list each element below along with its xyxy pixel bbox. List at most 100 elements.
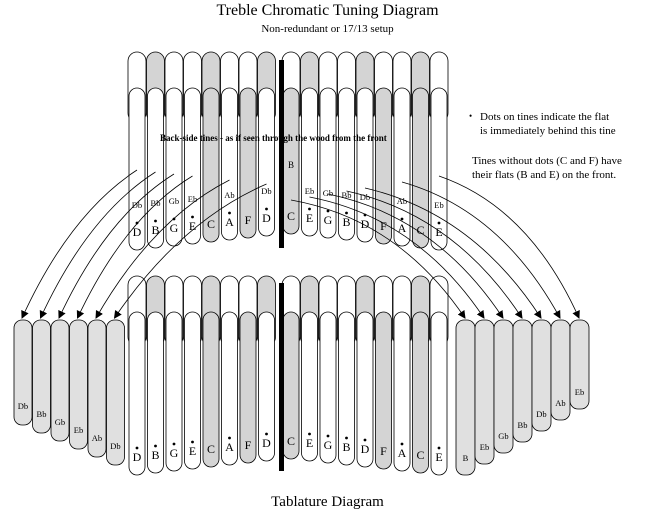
right-side-tine-label: Ab [555,398,565,408]
bottom-tine-label: F [245,438,252,452]
right-side-tine [455,319,476,476]
bottom-tine-label: G [324,438,333,452]
bottom-tine-dot [172,442,176,446]
left-side-tine-label: Bb [37,409,47,419]
note-dots: Dots on tines indicate the flat is immed… [469,109,616,138]
top-back-label: Bb [342,190,352,200]
bottom-tine-label: G [170,446,179,460]
left-side-tine-label: Ab [92,433,102,443]
right-side-tine-label: Db [536,409,546,419]
right-side-tine-label: Eb [575,387,584,397]
top-tine-label: D [361,217,370,231]
bottom-tine-dot [154,444,157,448]
arrow-right [309,196,485,319]
top-back-label: Ab [224,190,234,200]
bottom-tine-label: A [225,440,234,454]
top-tine-label: E [189,219,196,233]
top-tine-dot [326,209,330,213]
top-tine-label: E [306,211,313,225]
mapping-arrows [21,169,580,319]
top-tine-label: G [170,221,179,235]
top-tine-dot [437,221,441,225]
top-tine-label: C [416,223,424,237]
center-bar-bottom [279,283,284,471]
top-front-tine [356,87,374,243]
top-tine-dot [345,211,348,215]
top-tine-label: C [287,209,295,223]
arrow-left [95,179,230,319]
top-front-tine [165,87,183,247]
note-dots-text: Dots on tines indicate the flat is immed… [480,111,616,137]
top-front-tine [375,87,392,245]
right-side-tine-label: Gb [498,431,508,441]
arrow-right [438,175,580,319]
top-tine-dot [191,215,194,219]
bottom-front-tine [128,311,146,476]
arrow-right [290,199,466,319]
bottom-front-tine [165,311,183,472]
arrow-left [76,175,193,319]
left-side-tine [87,319,107,458]
arrow-right [346,190,523,319]
top-tine-dot [154,219,157,223]
top-back-label: Eb [434,200,443,210]
bottom-tine-label: F [380,444,387,458]
bottom-tine-label: E [306,436,313,450]
arrow-left [39,171,156,319]
bottom-front-tine [319,311,337,464]
bottom-tine-dot [345,436,348,440]
top-center-back-label: B [288,160,294,170]
top-tine-label: B [342,215,350,229]
bottom-tine-dot [326,434,330,438]
top-back-label: Db [360,192,370,202]
top-front-tine [202,87,220,243]
bottom-tine-label: D [133,450,142,464]
top-tine-label: D [133,225,142,239]
top-tine-dot [265,207,268,211]
bottom-front-tine [239,311,257,464]
bottom-tine-dot [437,446,441,450]
top-tine-label: A [398,221,407,235]
tablature-title: Tablature Diagram [271,494,384,510]
bottom-tine-label: A [398,446,407,460]
bottom-tine-label: D [262,436,271,450]
bottom-front-tine [147,311,164,474]
top-tine-label: E [435,225,442,239]
right-side-tine-label: Bb [518,420,528,430]
bottom-tine-label: E [435,450,442,464]
diagram-subtitle: Non-redundant or 17/13 setup [261,23,394,35]
bottom-front-tine [202,311,220,468]
right-side-tine [569,319,590,410]
back-side-label: Back-side tines - as if seen through the… [160,133,387,143]
left-side-tine-label: Db [18,401,28,411]
note-no-dots: Tines without dots (C and F) have their … [472,155,622,181]
top-front-tine [184,87,201,245]
right-side-tine-label: B [463,453,469,463]
bottom-tine-dot [363,438,367,442]
top-tine-label: G [324,213,333,227]
bottom-tine-label: C [207,442,215,456]
arrow-right [401,181,561,319]
bottom-front-tine [301,311,318,462]
top-back-label: Gb [323,188,333,198]
top-back-label: Bb [151,198,161,208]
left-side-tine-label: Db [110,441,120,451]
top-front-tine [239,87,257,239]
bottom-tine-label: B [342,440,350,454]
top-front-tine [301,87,318,237]
bottom-front-tine [412,311,429,474]
bottom-tine-label: C [416,448,424,462]
bottom-tine-label: E [189,444,196,458]
left-side-tine [13,319,33,426]
left-side-tine [32,319,51,434]
top-front-tine [338,87,355,241]
bottom-tine-dot [308,432,311,436]
bottom-front-tine [393,311,411,472]
arrow-left [21,169,138,319]
top-tine-dot [400,217,404,221]
bottom-tine-label: B [151,448,159,462]
arrow-right [364,187,542,319]
